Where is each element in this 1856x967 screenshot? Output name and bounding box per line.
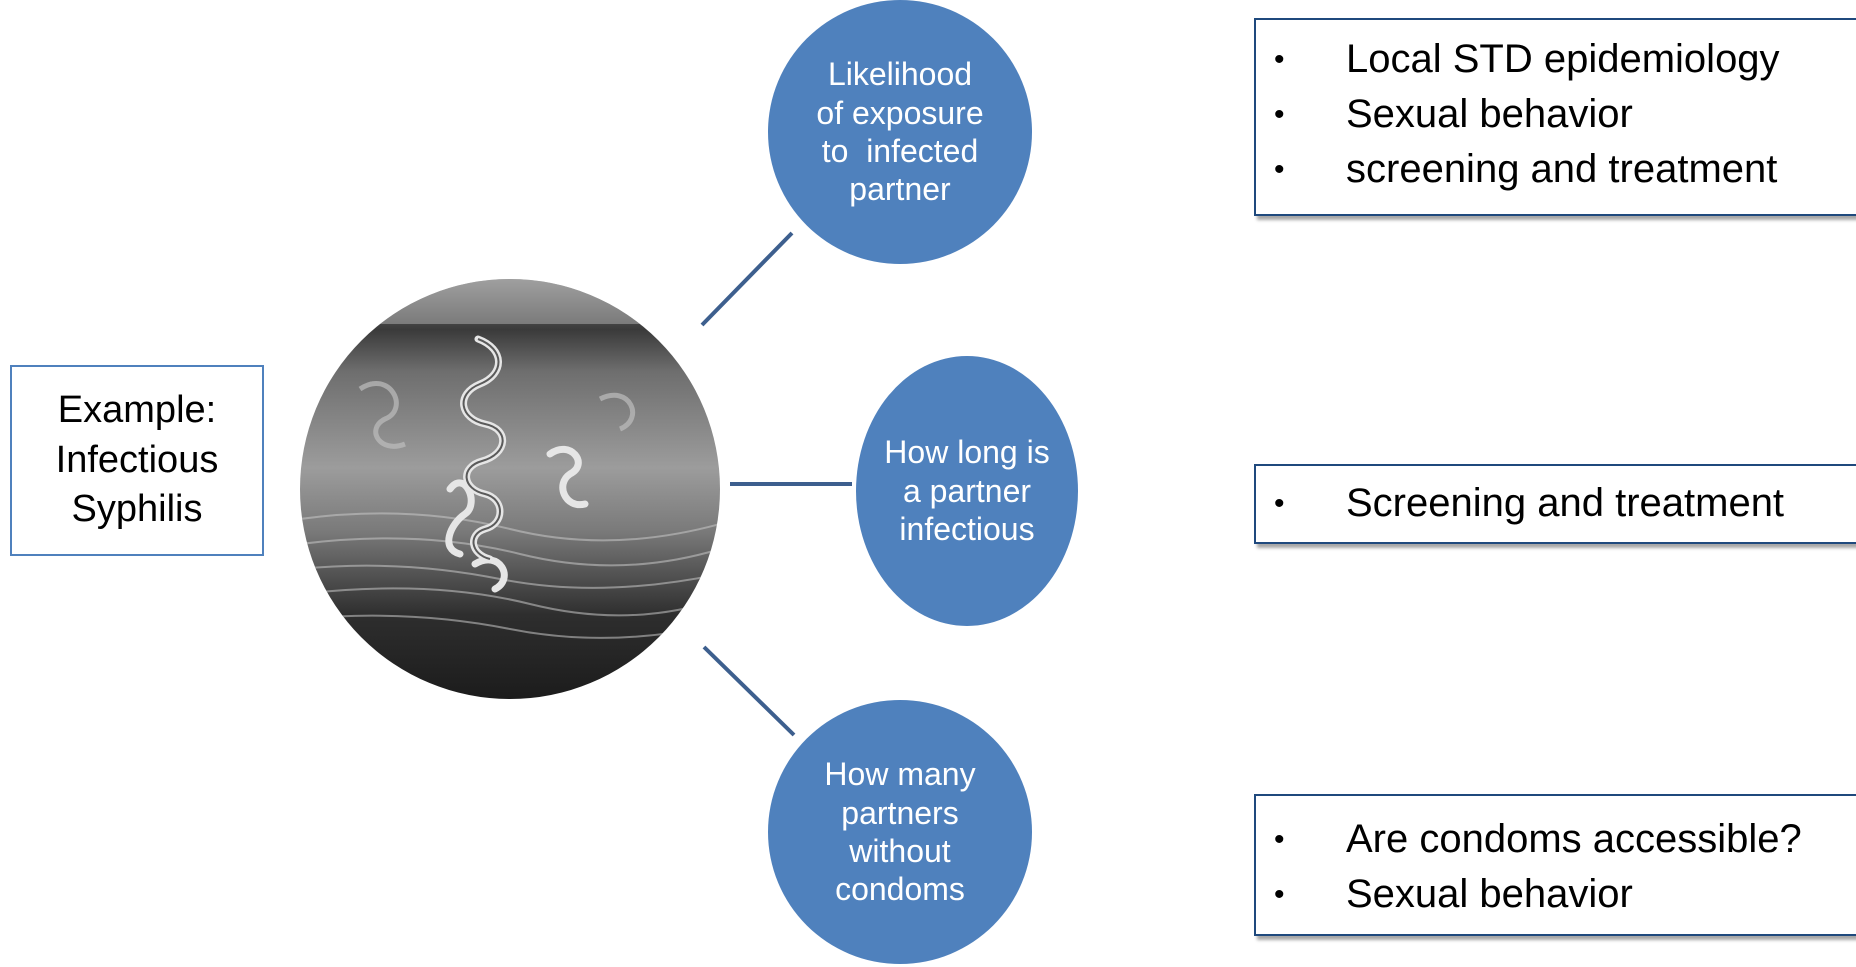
node-text-line: without bbox=[849, 833, 951, 869]
bullet-list: • Screening and treatment bbox=[1266, 476, 1856, 531]
node-text-line: How many bbox=[824, 756, 976, 793]
bullet-icon: • bbox=[1274, 153, 1285, 186]
bullet-text: Are condoms accessible? bbox=[1346, 817, 1802, 861]
bullet-icon: • bbox=[1274, 823, 1285, 856]
bullet-list: • Local STD epidemiology • Sexual behavior… bbox=[1266, 32, 1856, 197]
node-text-line: infectious bbox=[899, 511, 1035, 548]
bullet-text: Sexual behavior bbox=[1346, 872, 1633, 916]
bullet-list: • Are condoms accessible? • Sexual behavio… bbox=[1266, 812, 1856, 922]
node-text-line: of exposure bbox=[816, 94, 984, 131]
example-line-2: Infectious bbox=[55, 438, 219, 481]
factors-box-duration: • Screening and treatment bbox=[1254, 464, 1856, 544]
connector-top bbox=[700, 231, 794, 327]
bullet-text: Sexual behavior bbox=[1346, 92, 1633, 136]
bullet-item: • Local STD epidemiology bbox=[1266, 32, 1856, 87]
bullet-icon: • bbox=[1274, 487, 1285, 520]
bullet-icon: • bbox=[1274, 43, 1285, 76]
factors-box-exposure: • Local STD epidemiology • Sexual behavior… bbox=[1254, 18, 1856, 216]
example-line-1: Example: bbox=[57, 389, 217, 432]
bullet-text: Screening and treatment bbox=[1346, 481, 1785, 525]
bullet-text: screening and treatment bbox=[1346, 147, 1778, 191]
bullet-item: • screening and treatment bbox=[1266, 142, 1856, 197]
node-text-line: Likelihood bbox=[827, 56, 973, 93]
node-likelihood-of-exposure: Likelihood of exposure to infected partn… bbox=[768, 0, 1032, 264]
bullet-item: • Sexual behavior bbox=[1266, 867, 1856, 922]
example-line-3: Syphilis bbox=[71, 488, 203, 531]
node-partners-without-condoms: How many partners without condoms bbox=[768, 700, 1032, 964]
bullet-item: • Sexual behavior bbox=[1266, 87, 1856, 142]
connector-bottom bbox=[702, 645, 796, 737]
node-text-line: partner bbox=[849, 171, 951, 208]
syphilis-micrograph-image bbox=[300, 279, 720, 699]
example-label-box: Example: Infectious Syphilis bbox=[10, 365, 264, 556]
bullet-item: • Screening and treatment bbox=[1266, 476, 1856, 531]
bullet-item: • Are condoms accessible? bbox=[1266, 812, 1856, 867]
factors-box-partners: • Are condoms accessible? • Sexual behavio… bbox=[1254, 794, 1856, 936]
node-text-line: condoms bbox=[835, 871, 965, 908]
node-infectious-duration: How long is a partner infectious bbox=[856, 356, 1078, 626]
bullet-icon: • bbox=[1274, 878, 1285, 911]
node-text-line: partners bbox=[841, 794, 959, 831]
bullet-icon: • bbox=[1274, 98, 1285, 131]
node-text-line: to infected bbox=[821, 133, 979, 169]
node-text-line: How long is bbox=[884, 434, 1050, 471]
bullet-text: Local STD epidemiology bbox=[1346, 37, 1780, 81]
node-text-line: a partner bbox=[902, 472, 1032, 509]
